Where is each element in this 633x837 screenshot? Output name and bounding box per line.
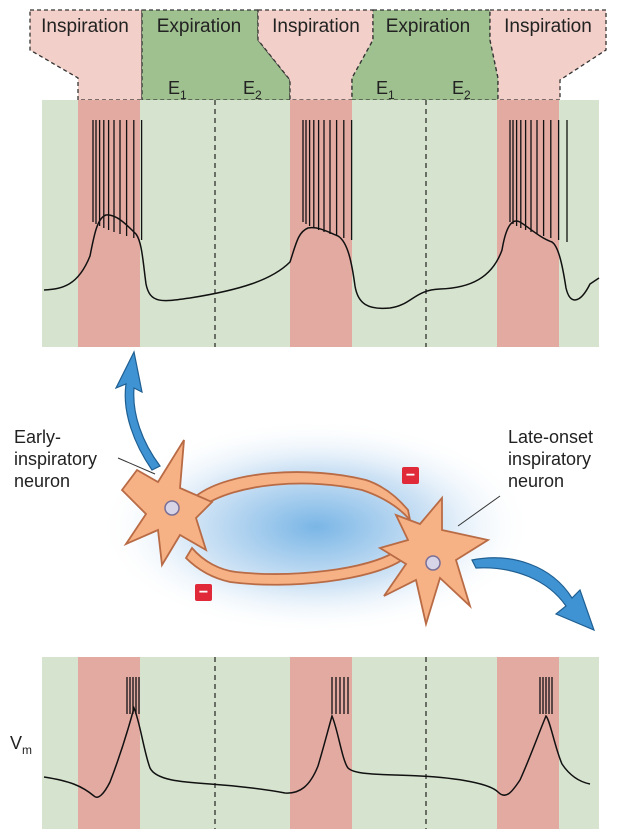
- early-neuron-leader-line: [117, 457, 156, 475]
- inhibitory-synapse-badge-top: [402, 467, 419, 484]
- connection-to-early-neuron: [184, 546, 404, 586]
- neuron-network: − −: [98, 350, 596, 635]
- inspiration-header-3: [489, 9, 607, 101]
- e1-label-1: E1: [168, 78, 187, 102]
- top-membrane-trace: [43, 214, 600, 310]
- inhibitory-sign-top: −: [406, 467, 415, 484]
- top-trace-panel: [42, 100, 600, 347]
- bottom-action-potential-spikes: [126, 677, 553, 714]
- phase-label-inspiration-2: Inspiration: [272, 16, 360, 37]
- phase-label-inspiration-1: Inspiration: [41, 16, 129, 37]
- phase-label-inspiration-3: Inspiration: [504, 16, 592, 37]
- early-neuron-nucleus: [164, 500, 180, 516]
- early-inspiratory-neuron-label: Early- inspiratory neuron: [14, 427, 98, 491]
- e1-label-2: E1: [376, 78, 395, 102]
- arrow-to-top-trace: [114, 350, 161, 471]
- inhibitory-sign-bottom: −: [199, 584, 208, 601]
- bottom-trace-panel: [42, 657, 599, 829]
- membrane-potential-label: Vm: [10, 733, 33, 757]
- bottom-inspiration-band-3: [497, 657, 559, 829]
- late-neuron-leader-line: [457, 495, 501, 527]
- top-action-potential-spikes: [92, 120, 568, 242]
- late-neuron-nucleus: [425, 555, 441, 571]
- inhibitory-synapse-badge-bottom: [195, 584, 212, 601]
- arrow-to-bottom-trace: [471, 557, 596, 632]
- top-inspiration-band-3: [497, 100, 559, 347]
- phase-header: Inspiration Expiration Inspiration Expir…: [29, 9, 607, 102]
- phase-label-expiration-1: Expiration: [157, 16, 242, 37]
- top-inspiration-band-2: [290, 100, 352, 347]
- bottom-inspiration-band-1: [78, 657, 140, 829]
- bottom-membrane-trace: [43, 705, 591, 798]
- e2-label-2: E2: [452, 78, 471, 102]
- phase-label-expiration-2: Expiration: [386, 16, 471, 37]
- late-onset-neuron-label: Late-onset inspiratory neuron: [508, 427, 594, 491]
- bottom-inspiration-band-2: [290, 657, 352, 829]
- e2-label-1: E2: [243, 78, 262, 102]
